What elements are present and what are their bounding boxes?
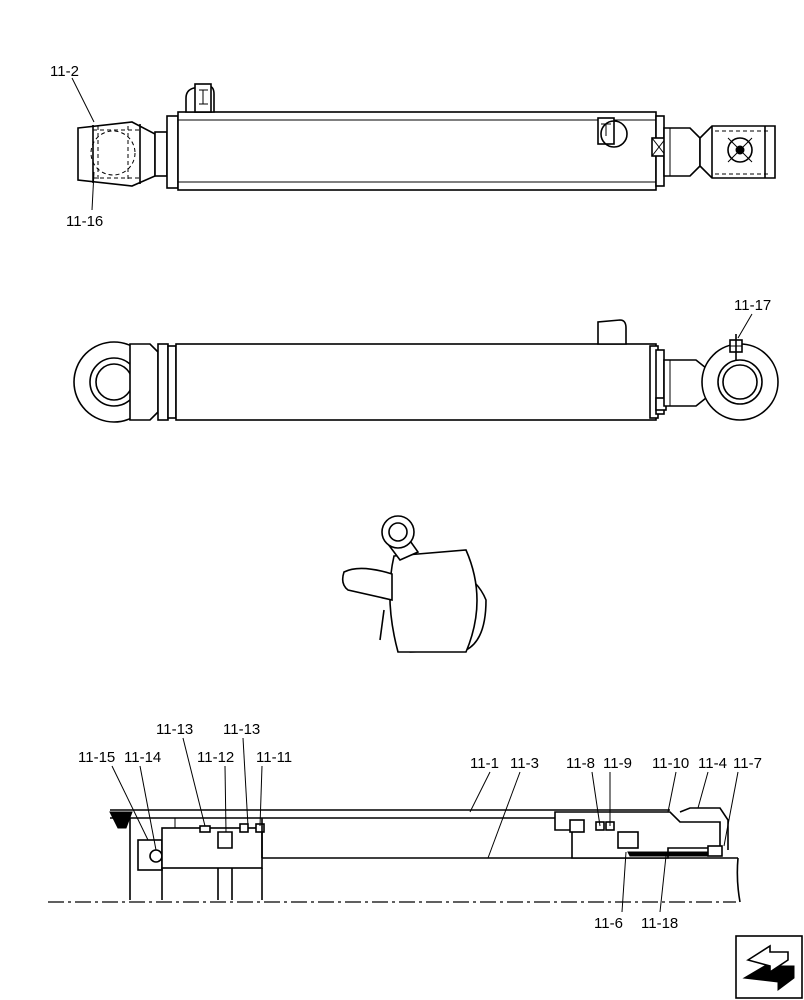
callout-11-3: 11-3: [510, 755, 539, 772]
callout-11-15: 11-15: [78, 749, 115, 766]
callout-11-11: 11-11: [256, 749, 292, 766]
callout-11-17: 11-17: [734, 297, 771, 314]
callout-11-2: 11-2: [50, 63, 79, 80]
cylinder-end-view: [341, 515, 487, 653]
cylinder-section-view: [48, 807, 741, 903]
callout-11-4: 11-4: [698, 755, 727, 772]
callout-11-13-left: 11-13: [156, 721, 193, 738]
callout-11-1: 11-1: [470, 755, 499, 772]
next-page-arrow-icon[interactable]: [735, 935, 803, 999]
callout-11-16: 11-16: [66, 213, 103, 230]
callout-11-8: 11-8: [566, 755, 595, 772]
callout-11-13-right: 11-13: [223, 721, 260, 738]
callout-labels: 11-2 11-16 11-17 11-13 11-13 11-15 11-14…: [50, 63, 771, 932]
callout-11-7: 11-7: [733, 755, 762, 772]
callout-11-12: 11-12: [197, 749, 234, 766]
cylinder-side-view: [73, 319, 779, 423]
callout-11-6: 11-6: [594, 915, 623, 932]
callout-11-10: 11-10: [652, 755, 689, 772]
callout-11-18: 11-18: [641, 915, 678, 932]
callout-11-14: 11-14: [124, 749, 161, 766]
callout-11-9: 11-9: [603, 755, 632, 772]
cylinder-top-view: [77, 83, 776, 191]
leader-lines: [71, 77, 753, 913]
